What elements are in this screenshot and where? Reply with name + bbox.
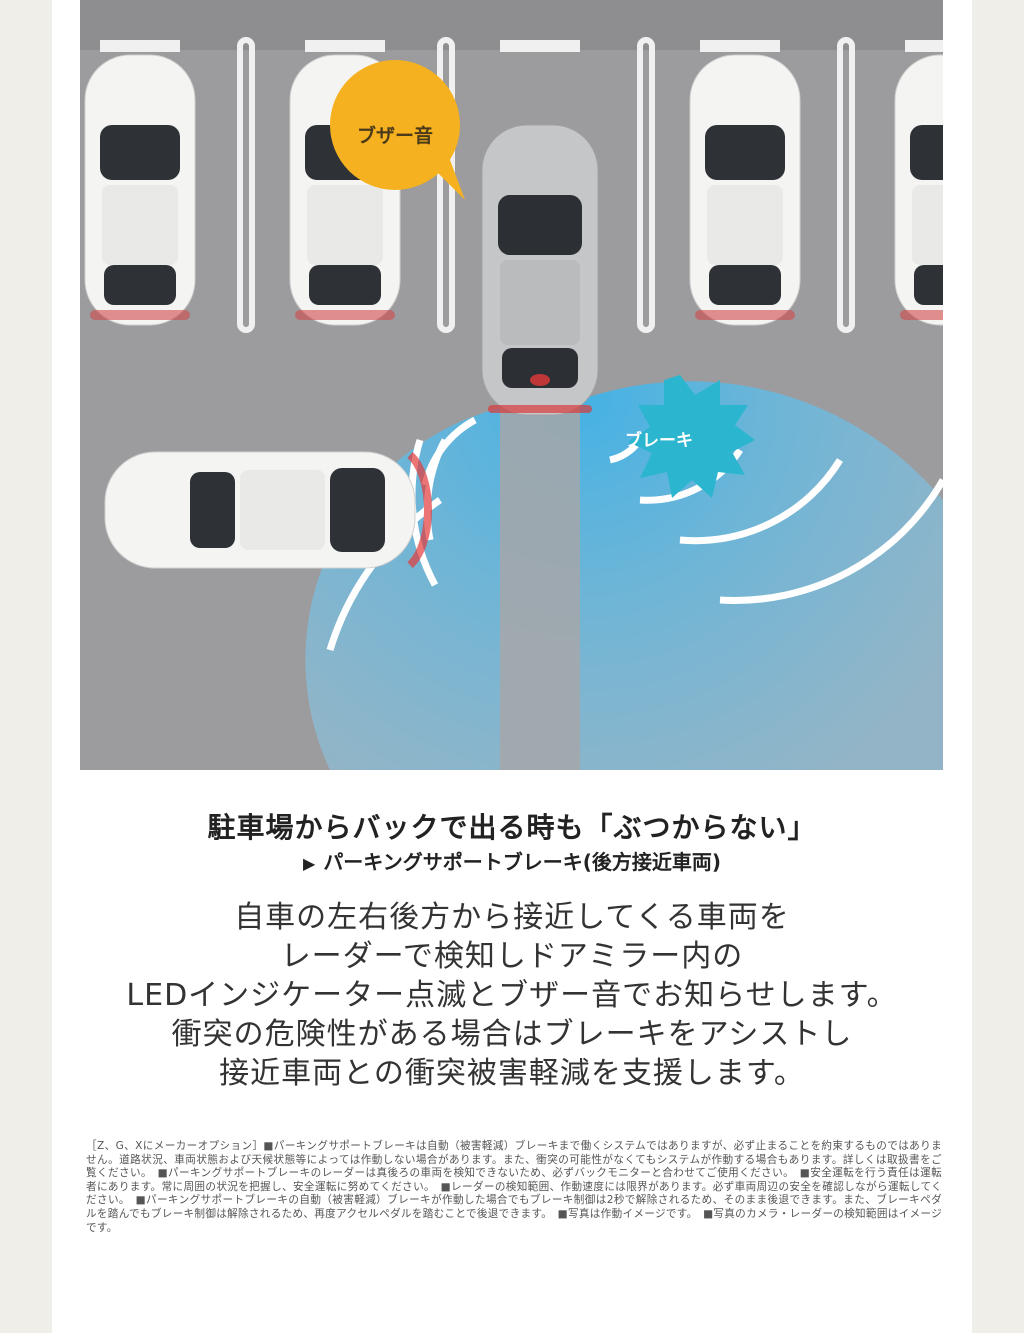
description-line: LEDインジケーター点滅とブザー音でお知らせします。	[126, 978, 898, 1013]
approaching-car	[104, 451, 433, 569]
buzzer-bubble-icon	[330, 60, 465, 200]
brake-burst-icon	[628, 375, 755, 498]
feature-name-text: パーキングサポートブレーキ(後方接近車両)	[323, 850, 721, 874]
description-line: レーダーで検知しドアミラー内の	[280, 939, 744, 974]
parking-illustration: ブザー音 ブレーキ	[80, 0, 943, 770]
reversing-car	[481, 124, 599, 416]
description: 自車の左右後方から接近してくる車両を レーダーで検知しドアミラー内の LEDイン…	[52, 898, 972, 1093]
parking-lot-scene	[80, 0, 943, 770]
play-triangle-icon: ▶	[303, 854, 316, 873]
section-heading: 駐車場からバックで出る時も「ぶつからない」	[207, 811, 817, 844]
disclaimer-notes: ［Z、G、Xにメーカーオプション］■パーキングサポートブレーキは自動（被害軽減）…	[86, 1140, 942, 1234]
buzzer-label: ブザー音	[357, 125, 434, 147]
feature-name: ▶ パーキングサポートブレーキ(後方接近車両)	[52, 846, 972, 875]
parking-lines	[100, 37, 943, 333]
description-line: 自車の左右後方から接近してくる車両を	[234, 900, 790, 935]
description-line: 接近車両との衝突被害軽減を支援します。	[219, 1056, 805, 1091]
description-line: 衝突の危険性がある場合はブレーキをアシストし	[171, 1017, 853, 1052]
brake-label: ブレーキ	[625, 431, 693, 451]
